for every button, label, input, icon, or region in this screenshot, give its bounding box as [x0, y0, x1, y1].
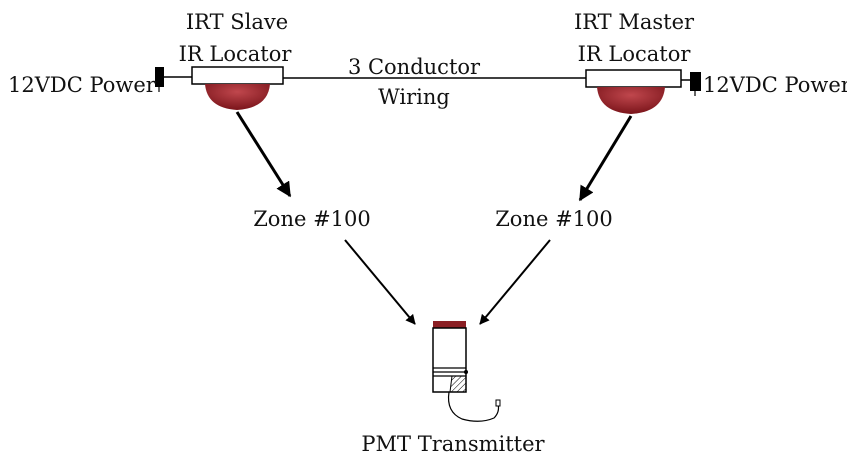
master-locator-housing [585, 69, 682, 88]
pmt-transmitter [432, 321, 501, 422]
slave-title-line1: IRT Slave [186, 10, 288, 34]
transmitter-cap [433, 321, 466, 328]
zone-label-left: Zone #100 [253, 207, 371, 231]
master-ir-locator [585, 69, 682, 114]
master-title-line2: IR Locator [578, 42, 692, 66]
wiring-label-line2: Wiring [378, 85, 450, 109]
transmitter-lanyard [447, 391, 500, 422]
power-label-left: 12VDC Power [8, 73, 157, 97]
master-title-line1: IRT Master [574, 10, 695, 34]
power-label-right: 12VDC Power [703, 73, 847, 97]
wiring-label-line1: 3 Conductor [348, 55, 481, 79]
slave-to-zone-arrow [235, 111, 292, 198]
slave-locator-housing [191, 66, 284, 85]
slave-locator-dome [205, 84, 270, 110]
zone-left-to-transmitter-arrow [344, 239, 416, 325]
transmitter-label: PMT Transmitter [361, 432, 545, 456]
slave-title-line2: IR Locator [179, 42, 293, 66]
left-power-plug [155, 67, 192, 92]
transmitter-button [464, 370, 468, 374]
zone-label-right: Zone #100 [495, 207, 613, 231]
transmitter-clip [449, 375, 467, 393]
zone-right-to-transmitter-arrow [479, 239, 551, 325]
master-locator-dome [597, 87, 665, 114]
master-to-zone-arrow [578, 115, 633, 202]
slave-ir-locator [191, 66, 284, 110]
right-power-plug [681, 72, 701, 96]
